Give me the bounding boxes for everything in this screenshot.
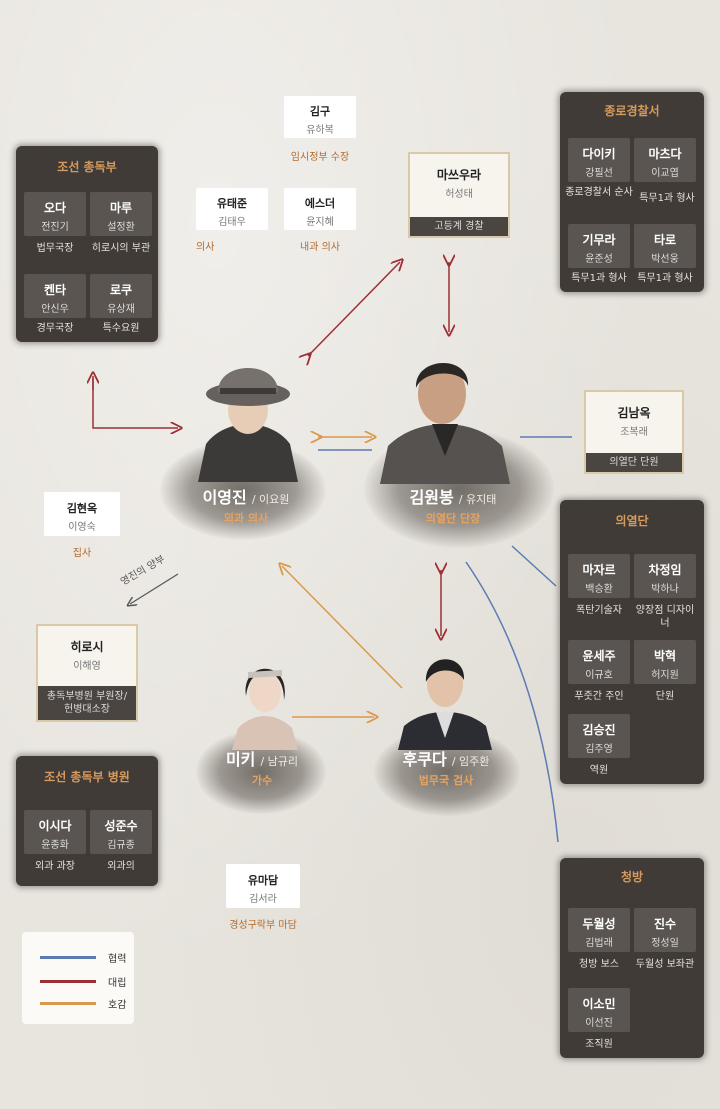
main-name-kimwonbong: 김원봉 / 유지태 의열단 단장 <box>409 488 497 525</box>
legend: 협력 대립 호감 <box>22 932 134 1024</box>
member-role: 단원 <box>655 691 675 702</box>
main-name-miki: 미키 / 남규리 가수 <box>225 750 299 787</box>
line-kim-uiyeol <box>511 545 557 587</box>
line-fukuda-lee <box>282 566 403 689</box>
card-role: 경성구락부 마담 <box>229 920 297 931</box>
portrait-kimwonbong <box>380 346 510 484</box>
member-role: 법무국장 <box>36 243 74 254</box>
legend-swatch <box>40 1002 96 1005</box>
line-leeyoungjin-masuura <box>308 262 400 356</box>
member-role: 푸줏간 주인 <box>574 691 624 702</box>
member-role: 두월성 보좌관 <box>635 959 695 970</box>
framed-role: 의열단 단원 <box>586 453 682 472</box>
member-role: 폭탄기술자 <box>576 605 622 616</box>
member-role: 특무1과 형사 <box>639 193 695 204</box>
legend-item: 협력 <box>40 950 130 965</box>
group-title: 조선 총독부 <box>57 160 117 174</box>
member-role: 특무1과 형사 <box>637 273 693 284</box>
line-governor-leeyoungjin <box>92 378 178 428</box>
portrait-leeyoungjin <box>196 348 300 482</box>
member-role: 조직원 <box>585 1039 613 1050</box>
framed-role: 고등계 경찰 <box>410 217 508 236</box>
legend-swatch <box>40 956 96 959</box>
card-role: 내과 의사 <box>300 242 340 253</box>
member-role: 특무1과 형사 <box>571 273 627 284</box>
group-title: 의열단 <box>615 514 649 528</box>
portrait-miki <box>228 650 302 750</box>
member-role: 종로경찰서 순사 <box>565 187 633 198</box>
group-title: 조선 총독부 병원 <box>44 770 130 784</box>
legend-item: 호감 <box>40 996 130 1011</box>
member-role: 경무국장 <box>36 323 74 334</box>
member-role: 특수요원 <box>102 323 140 334</box>
member-role: 히로시의 부관 <box>91 243 151 254</box>
card-role: 의사 <box>196 242 215 253</box>
legend-swatch <box>40 980 96 983</box>
legend-item: 대립 <box>40 974 130 989</box>
member-role: 외과 과장 <box>35 861 75 872</box>
line-kim-cheongbang <box>465 561 559 843</box>
member-role: 외과의 <box>107 861 135 872</box>
main-name-fukuda: 후쿠다 / 임주환 법무국 검사 <box>402 750 490 787</box>
line-stepfather <box>130 573 179 604</box>
member-role: 역원 <box>589 765 609 776</box>
member-role: 양장점 디자이너 <box>635 605 695 629</box>
portrait-fukuda <box>396 646 494 750</box>
card-role: 집사 <box>72 548 92 559</box>
member-role: 청방 보스 <box>579 959 619 970</box>
framed-role: 총독부병원 부원장/헌병대소장 <box>38 686 136 720</box>
main-name-leeyoungjin: 이영진 / 이요원 외과 의사 <box>202 488 290 525</box>
group-title: 청방 <box>620 870 644 884</box>
group-title: 종로경찰서 <box>604 104 660 118</box>
card-role: 임시정부 수장 <box>290 152 350 163</box>
